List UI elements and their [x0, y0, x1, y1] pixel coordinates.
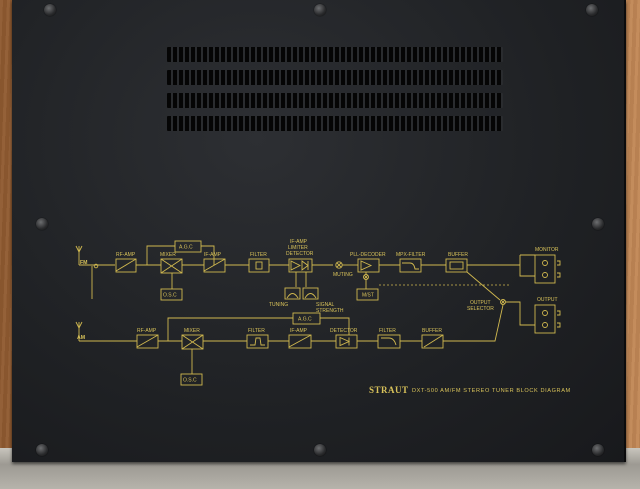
- fm-label: FM: [80, 260, 88, 266]
- screw-icon: [592, 218, 604, 230]
- signal-strength-meter-icon: [302, 287, 319, 300]
- am-buffer-block: [421, 334, 444, 349]
- am-agc-label: A.G.C: [298, 317, 312, 323]
- fm-detector-label: DETECTOR: [286, 251, 314, 257]
- am-if-amp-block: [288, 334, 312, 349]
- signal-label: SIGNAL: [316, 302, 335, 308]
- am-filter-2-label: FILTER: [379, 328, 396, 334]
- fm-if-amp-limiter-label: IF-AMP: [290, 239, 308, 245]
- strength-label: STRENGTH: [316, 308, 344, 314]
- fm-agc-block: [174, 240, 202, 253]
- screw-icon: [314, 4, 326, 16]
- output-jack-r-icon: [542, 322, 548, 328]
- screw-icon: [592, 444, 604, 456]
- monitor-jack-r-icon: [542, 272, 548, 278]
- monitor-jack-l-icon: [542, 260, 548, 266]
- fm-rf-amp-block: [115, 258, 137, 273]
- mpx-filter-label: MPX-FILTER: [396, 252, 426, 258]
- am-detector-label: DETECTOR: [330, 328, 358, 334]
- vent-slot-row: [167, 70, 503, 85]
- screw-icon: [36, 444, 48, 456]
- fm-if-limiter-detector-block: [288, 258, 313, 273]
- am-rf-amp-label: RF-AMP: [137, 328, 157, 334]
- fm-filter-label: FILTER: [250, 252, 267, 258]
- am-filter-1-block: [246, 334, 269, 349]
- am-filter-2-block: [377, 334, 401, 349]
- brand-name: STRAUT: [369, 385, 409, 395]
- screw-icon: [586, 4, 598, 16]
- output-jack-panel: [534, 304, 556, 334]
- fm-rf-amp-label: RF-AMP: [116, 252, 136, 258]
- muting-label: MUTING: [333, 272, 353, 278]
- output-selector-label-1: OUTPUT: [470, 300, 491, 306]
- am-mixer-block: [181, 334, 204, 350]
- fm-mixer-label: MIXER: [160, 252, 176, 258]
- fm-filter-block: [248, 258, 270, 273]
- diagram-title: DXT-500 AM/FM STEREO TUNER BLOCK DIAGRAM: [412, 388, 571, 394]
- mst-label: M/ST: [362, 293, 374, 299]
- am-if-amp-label: IF-AMP: [290, 328, 308, 334]
- fm-osc-label: O.S.C: [163, 293, 177, 299]
- vent-slot-row: [167, 93, 503, 108]
- ventilation-grille: [167, 47, 503, 139]
- mpx-filter-block: [399, 258, 422, 273]
- fm-buffer-label: BUFFER: [448, 252, 468, 258]
- fm-agc-label: A.G.C: [179, 245, 193, 251]
- am-osc-block: [180, 373, 203, 386]
- screw-icon: [44, 4, 56, 16]
- fm-antenna-icon: [75, 245, 83, 265]
- monitor-label: MONITOR: [535, 247, 559, 253]
- output-selector-label-2: SELECTOR: [467, 306, 494, 312]
- output-jack-l-icon: [542, 310, 548, 316]
- am-antenna-icon: [75, 321, 83, 341]
- fm-osc-block: [160, 288, 183, 301]
- pll-decoder-label: PLL-DECODER: [350, 252, 386, 258]
- am-agc-block: [292, 312, 321, 325]
- pll-decoder-block: [357, 258, 380, 273]
- fm-if-amp-label: IF-AMP: [204, 252, 222, 258]
- am-detector-block: [335, 334, 358, 349]
- am-buffer-label: BUFFER: [422, 328, 442, 334]
- am-osc-label: O.S.C: [183, 378, 197, 384]
- screw-icon: [314, 444, 326, 456]
- fm-mixer-block: [160, 258, 183, 274]
- mst-indicator-block: [356, 288, 379, 301]
- screw-icon: [36, 218, 48, 230]
- am-mixer-label: MIXER: [184, 328, 200, 334]
- monitor-jack-panel: [534, 254, 556, 284]
- tuning-label: TUNING: [269, 302, 288, 308]
- output-label: OUTPUT: [537, 297, 558, 303]
- vent-slot-row: [167, 47, 503, 62]
- fm-limiter-label: LIMITER: [288, 245, 308, 251]
- fm-buffer-block: [445, 258, 468, 273]
- am-filter-1-label: FILTER: [248, 328, 265, 334]
- tuner-bottom-panel: [12, 0, 626, 462]
- vent-slot-row: [167, 116, 503, 131]
- am-label: AM: [77, 335, 85, 341]
- am-rf-amp-block: [136, 334, 159, 349]
- tuning-meter-icon: [284, 287, 301, 300]
- fm-if-amp-block: [203, 258, 226, 273]
